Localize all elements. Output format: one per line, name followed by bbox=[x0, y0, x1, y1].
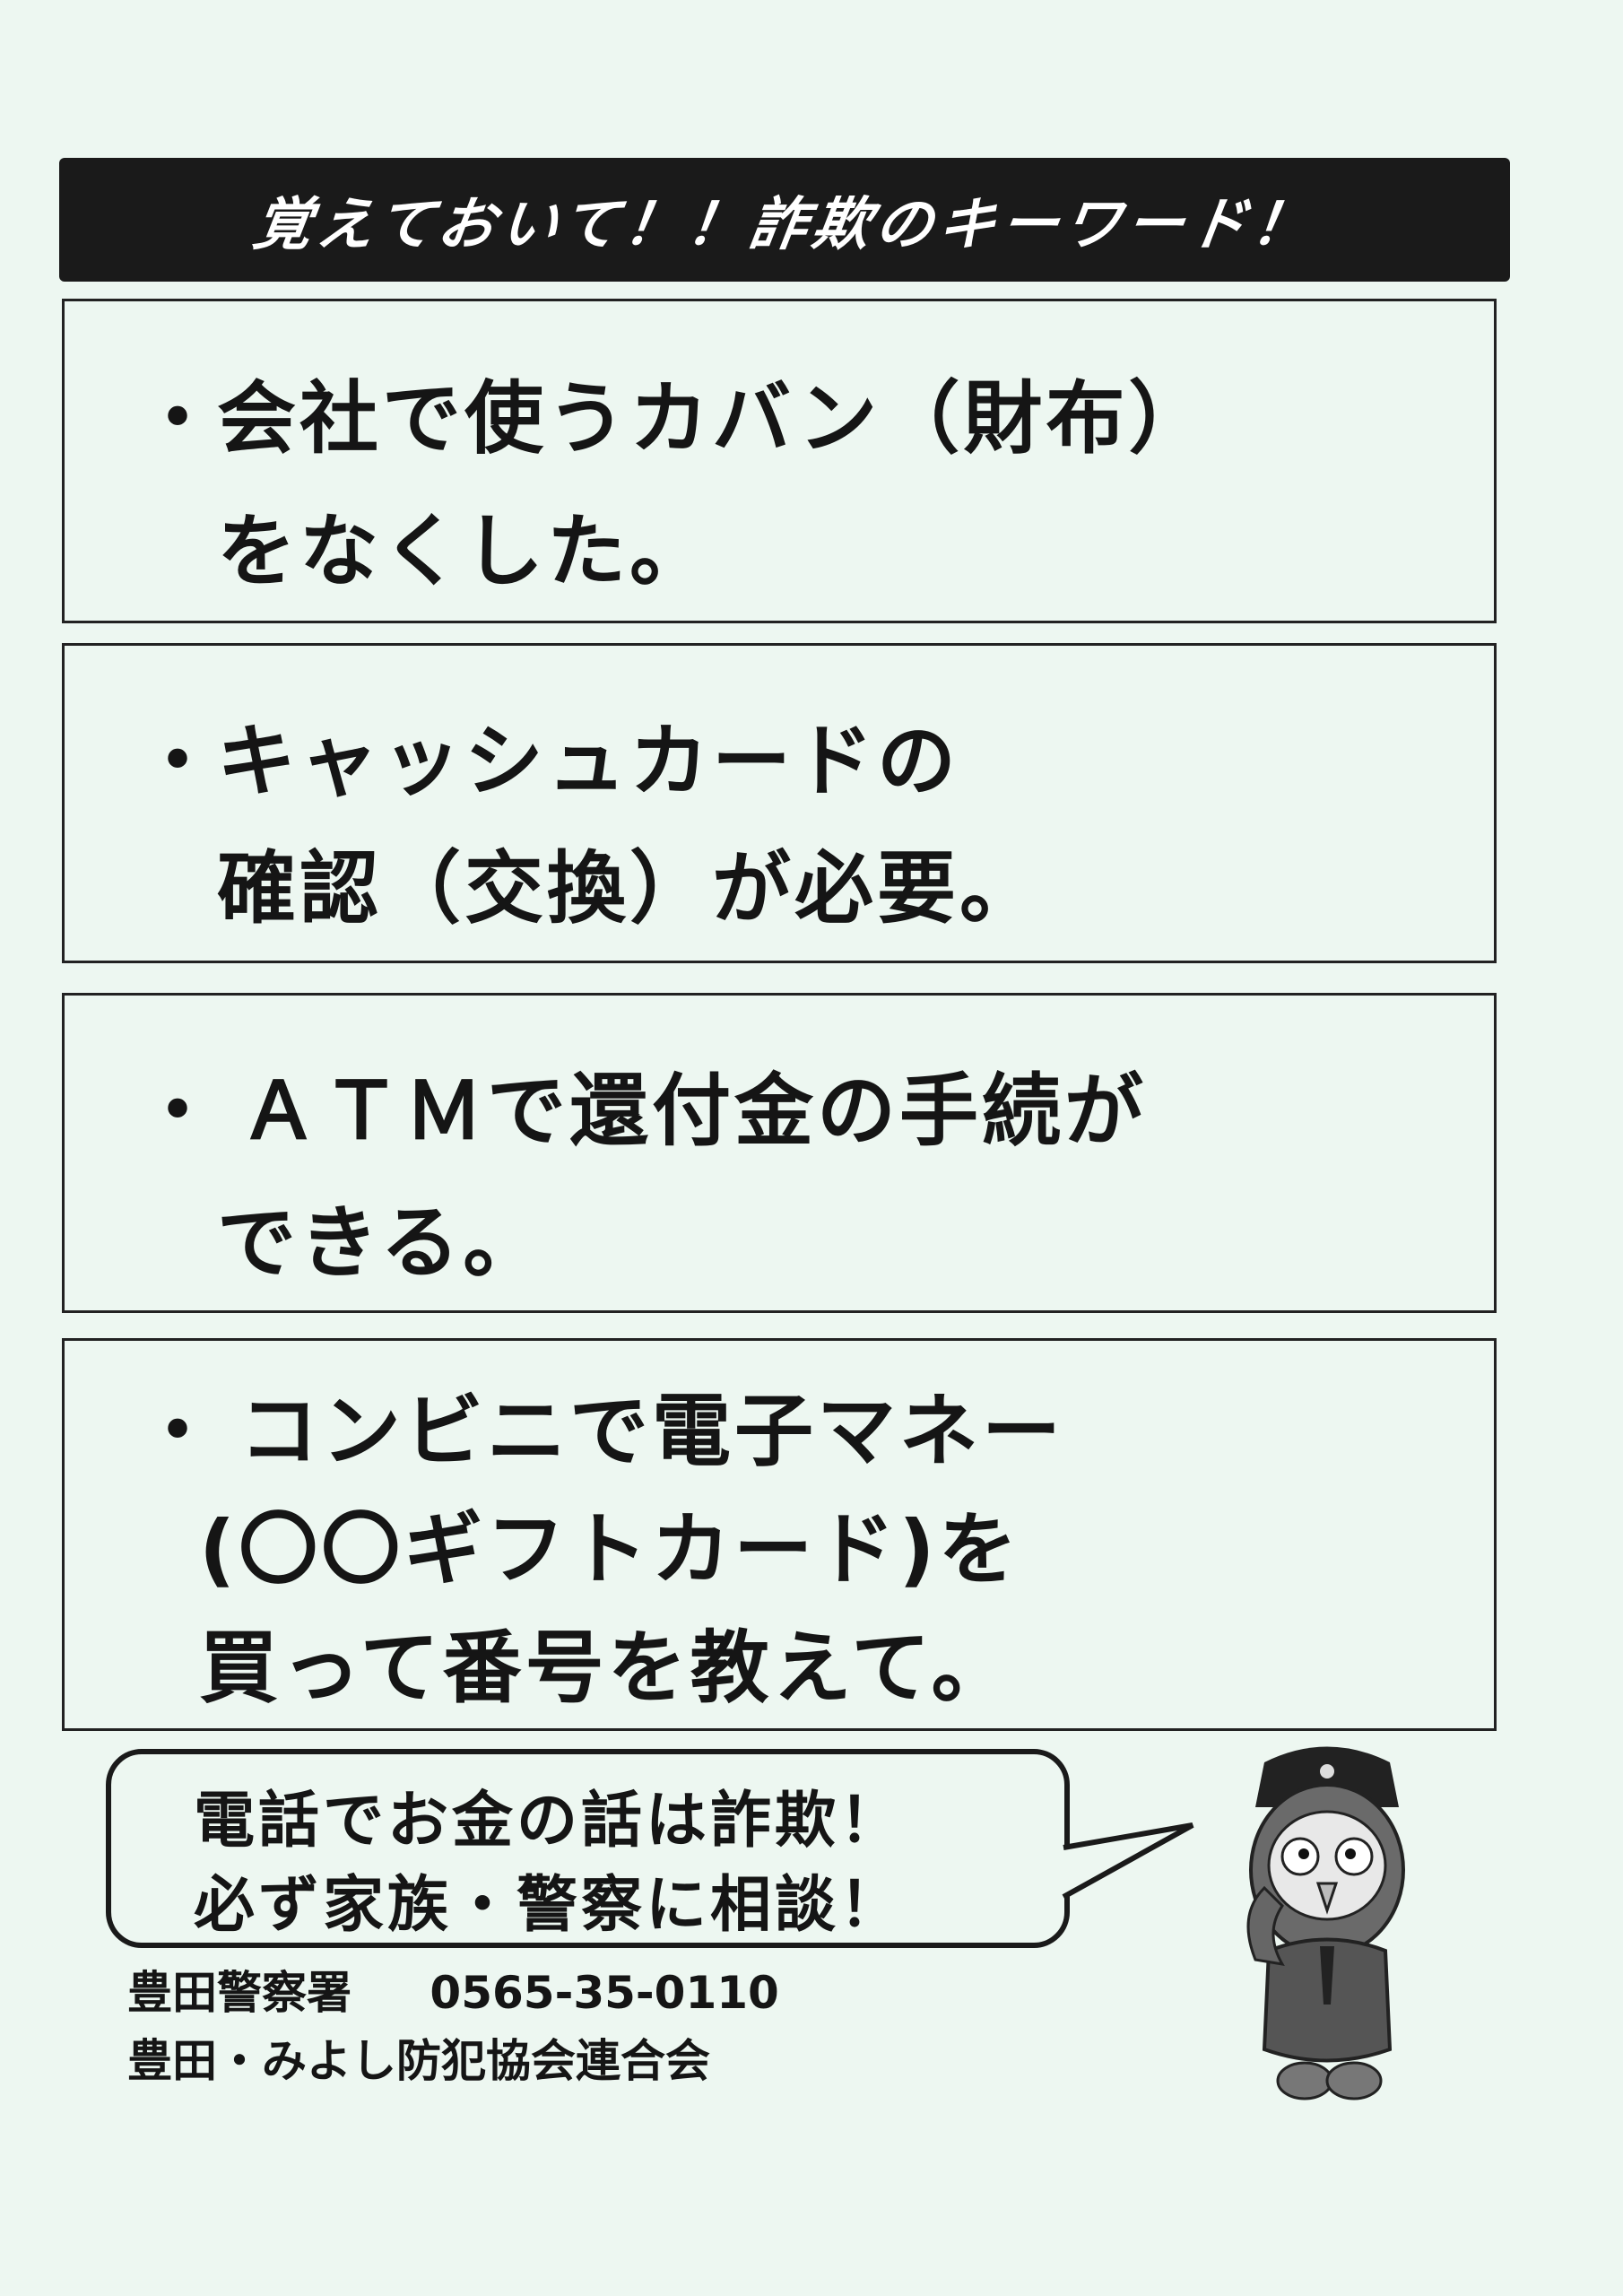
police-owl-mascot-icon bbox=[1246, 1746, 1405, 2100]
association-name: 豊田・みよし防犯協会連合会 bbox=[127, 2035, 710, 2087]
bullet: ・ bbox=[138, 1065, 218, 1157]
title-text: 覚えておいて！！詐欺のキーワード！ bbox=[248, 192, 1319, 258]
keyword-line: できる。 bbox=[217, 1196, 546, 1289]
bubble-line: 必ず家族・警察に相談！ bbox=[194, 1870, 905, 1941]
speech-bubble: 電話でお金の話は詐欺！ 必ず家族・警察に相談！ bbox=[106, 1749, 1070, 1948]
bullet: ・ bbox=[138, 372, 218, 465]
bullet: ・ bbox=[138, 715, 218, 807]
keyword-box-2: ・ キャッシュカードの 確認（交換）が必要。 bbox=[62, 643, 1497, 963]
keyword-line: をなくした。 bbox=[217, 505, 713, 597]
keyword-line: 確認（交換）が必要。 bbox=[217, 842, 1043, 935]
keyword-box-3: ・ ＡＴＭで還付金の手続が できる。 bbox=[62, 993, 1497, 1313]
police-station-line: 豊田警察署 0565-35-0110 bbox=[127, 1957, 779, 2022]
keyword-box-4: ・ コンビニで電子マネー (〇〇ギフトカード)を 買って番号を教えて。 bbox=[62, 1338, 1497, 1731]
keyword-box-1: ・ 会社で使うカバン（財布） をなくした。 bbox=[62, 299, 1497, 623]
keyword-line: ＡＴＭで還付金の手続が bbox=[239, 1065, 1148, 1157]
keyword-line: コンビニで電子マネー bbox=[239, 1385, 1065, 1477]
keyword-line: 買って番号を教えて。 bbox=[199, 1622, 1014, 1714]
bubble-line: 電話でお金の話は詐欺！ bbox=[194, 1786, 905, 1857]
bubble-tail bbox=[1062, 1822, 1194, 1900]
title-banner: 覚えておいて！！詐欺のキーワード！ bbox=[59, 158, 1510, 282]
keyword-line: (〇〇ギフトカード)を bbox=[199, 1503, 1021, 1596]
keyword-line: キャッシュカードの bbox=[217, 715, 960, 807]
bullet: ・ bbox=[138, 1385, 218, 1477]
police-station-name: 豊田警察署 bbox=[127, 1967, 352, 2019]
police-phone: 0565-35-0110 bbox=[430, 1967, 779, 2019]
keyword-line: 会社で使うカバン（財布） bbox=[217, 372, 1211, 465]
